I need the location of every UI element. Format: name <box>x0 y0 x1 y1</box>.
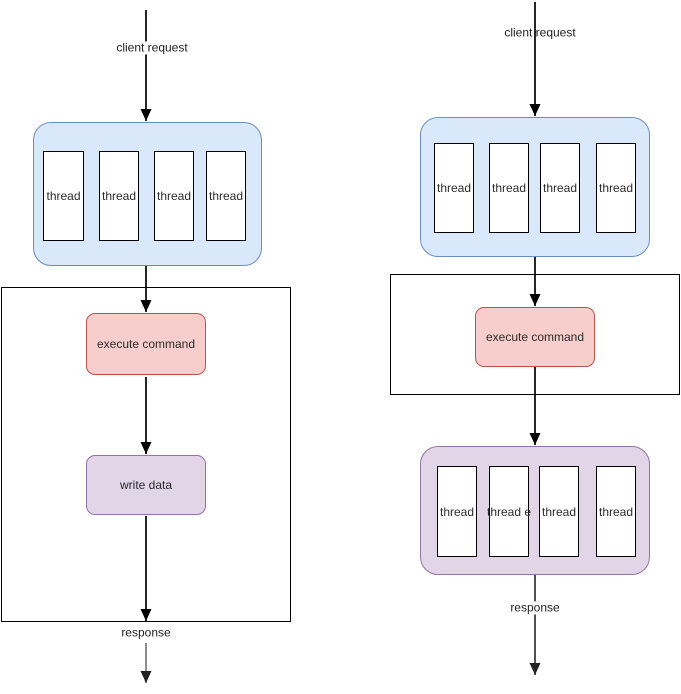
thread-box: thread <box>489 143 529 233</box>
right-response-label: response <box>508 600 562 615</box>
thread-box: thread <box>434 143 474 233</box>
left-client-request-label: client request <box>114 40 190 55</box>
thread-box: thread <box>539 466 579 557</box>
thread-box: thread <box>540 143 580 233</box>
thread-box: thread <box>43 151 84 241</box>
left-response-label: response <box>119 625 173 640</box>
execute-command-label: execute command <box>96 337 196 351</box>
thread-box: thread <box>596 466 636 557</box>
thread-label: thread <box>208 189 244 203</box>
execute-command-label: execute command <box>485 330 585 344</box>
thread-box: thread <box>206 151 246 241</box>
thread-label: thread <box>101 189 137 203</box>
thread-box: thread <box>437 466 477 557</box>
thread-box: thread e <box>486 466 532 557</box>
right-top-thread-pool: thread thread thread thread <box>420 117 650 257</box>
thread-box: thread <box>154 151 194 241</box>
left-thread-pool: thread thread thread thread <box>33 122 262 266</box>
thread-label: thread <box>541 504 577 519</box>
thread-label: thread <box>436 181 472 195</box>
thread-label: thread <box>46 189 81 203</box>
thread-box: thread <box>596 143 636 233</box>
thread-label: thread e <box>486 504 532 519</box>
thread-label: thread <box>156 189 192 203</box>
write-data-label: write data <box>119 478 173 492</box>
right-bottom-thread-pool: thread thread e thread thread <box>420 446 650 575</box>
thread-label: thread <box>598 504 634 519</box>
thread-box: thread <box>99 151 139 241</box>
write-data-box: write data <box>86 455 206 515</box>
left-execute-command-box: execute command <box>86 313 206 375</box>
thread-label: thread <box>598 181 634 195</box>
right-execute-command-box: execute command <box>475 307 595 367</box>
right-client-request-label: client request <box>504 25 576 40</box>
thread-label: thread <box>439 504 475 519</box>
thread-label: thread <box>542 181 578 195</box>
thread-label: thread <box>491 181 527 195</box>
